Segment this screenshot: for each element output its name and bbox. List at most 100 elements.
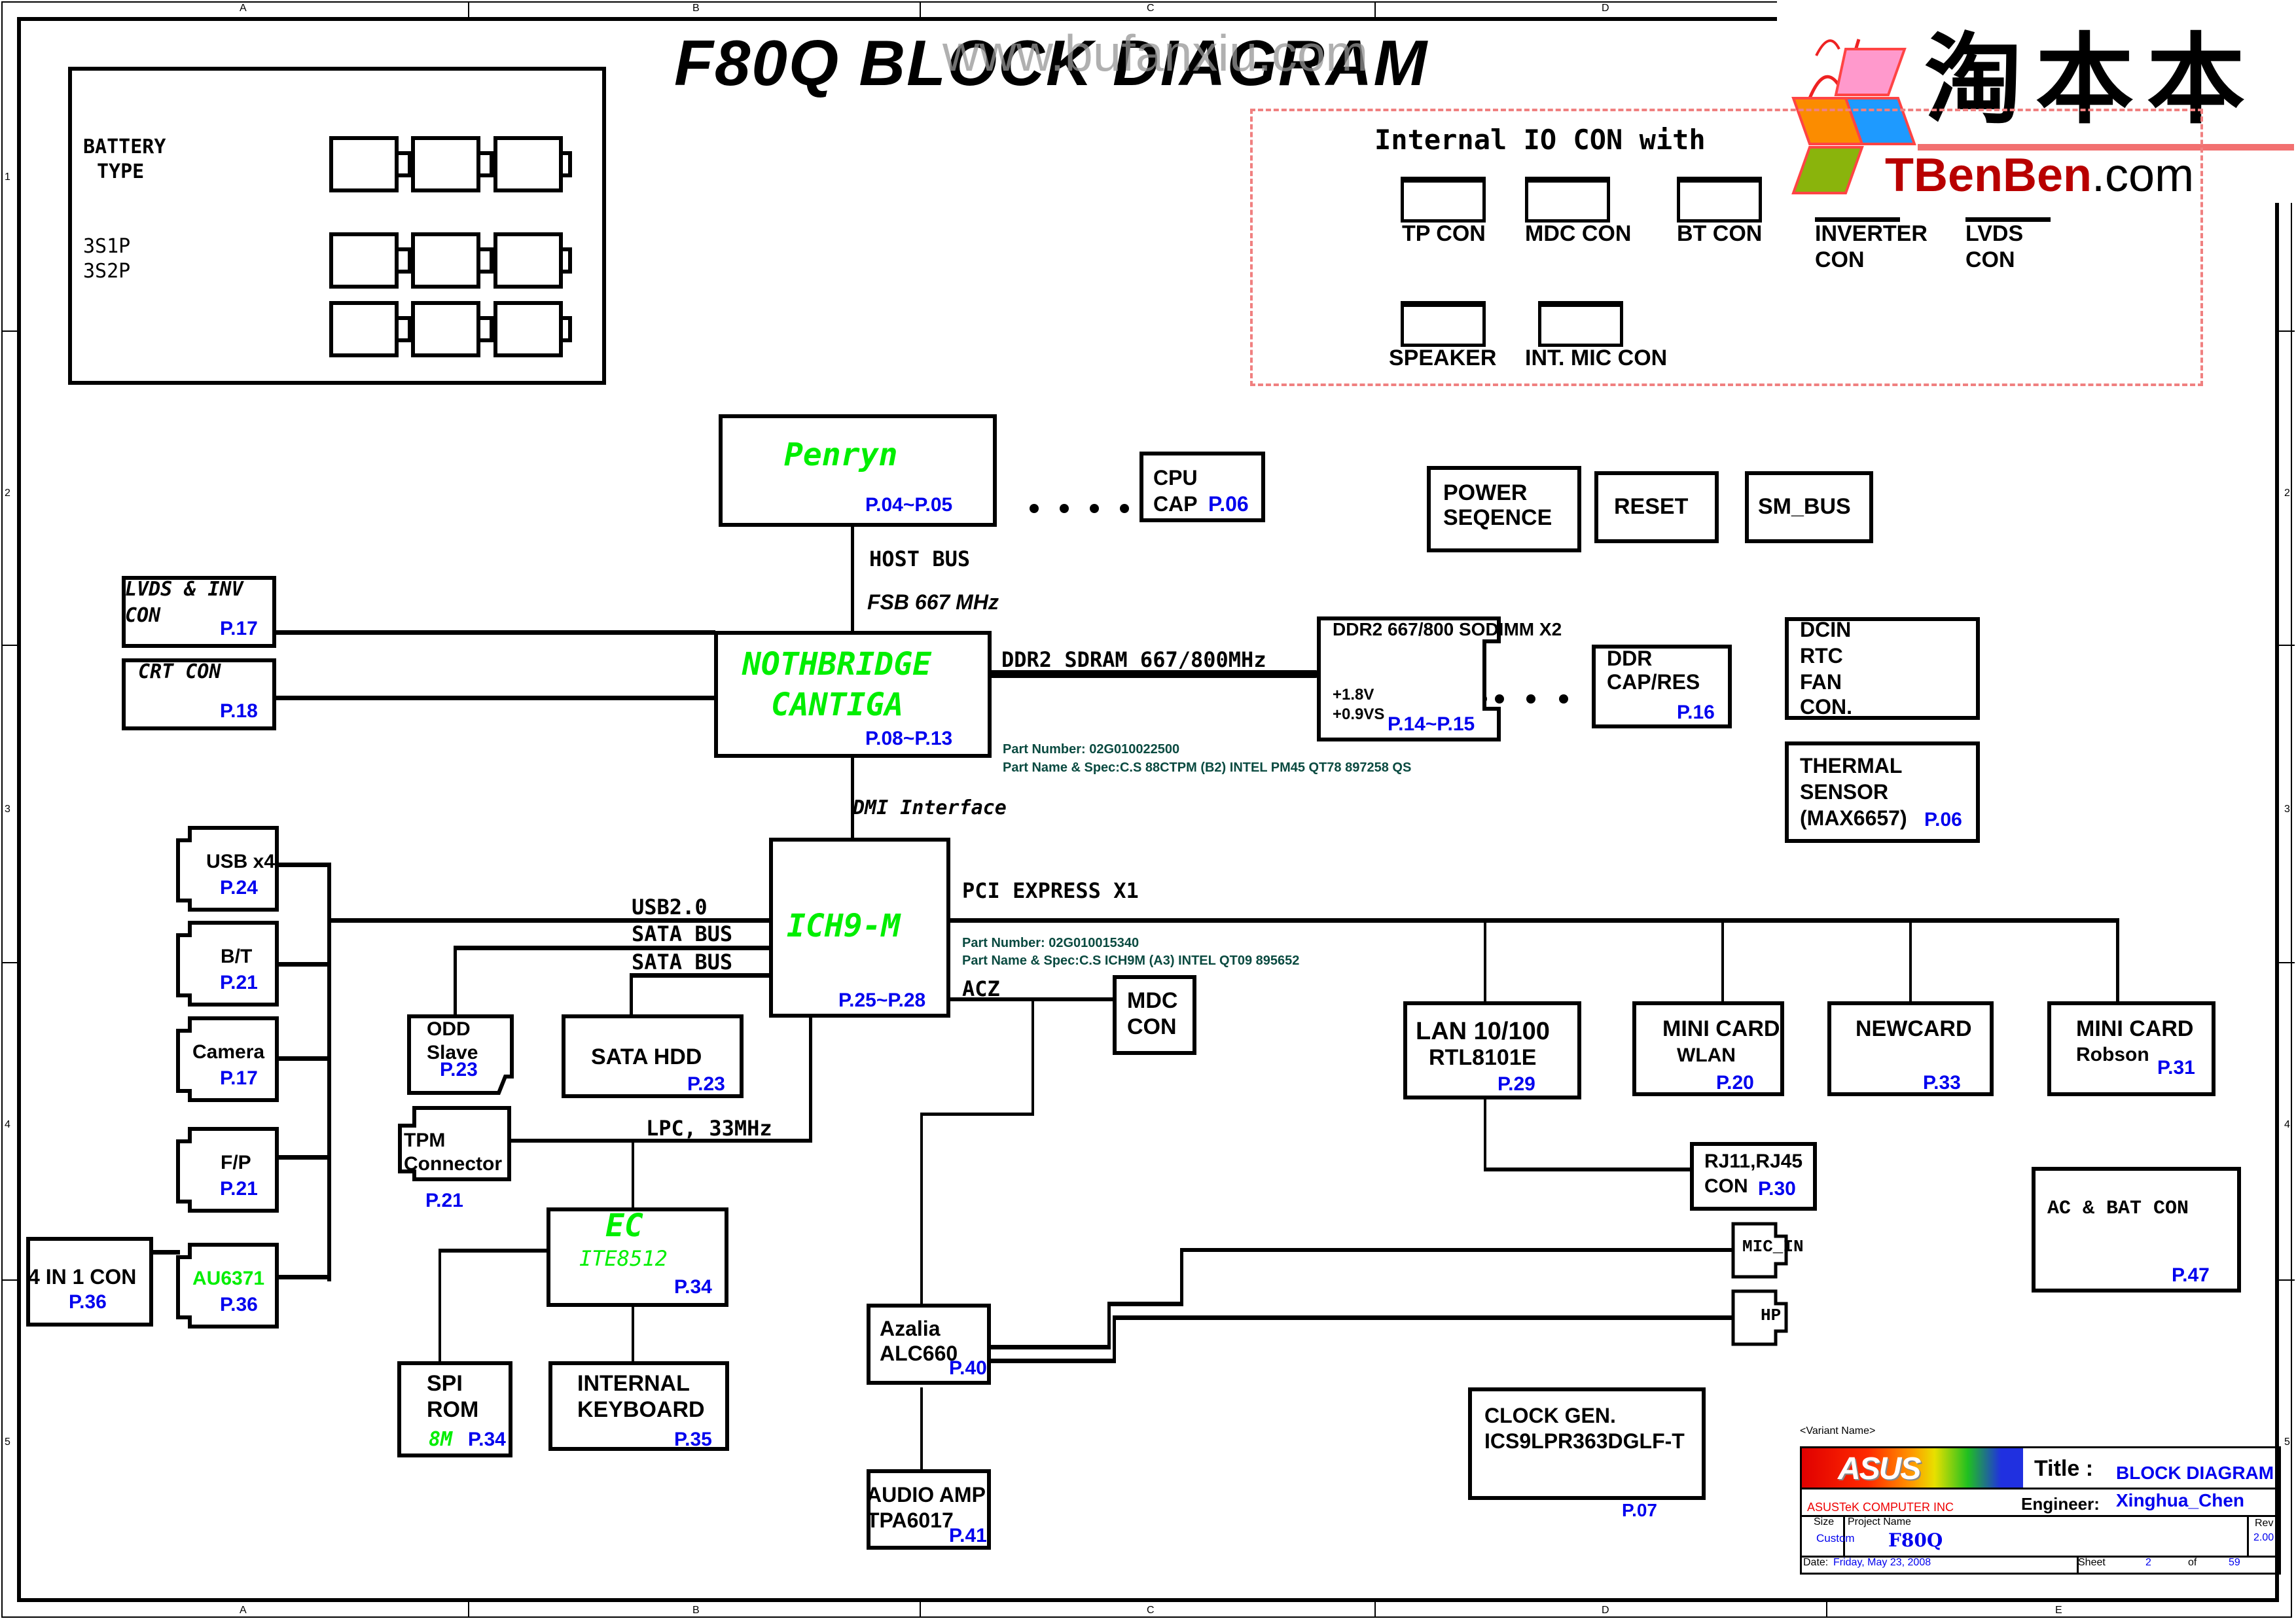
- crt-con-block[interactable]: [122, 658, 276, 730]
- ddr-bus-label: DDR2 SDRAM 667/800MHz: [1001, 647, 1266, 672]
- grid-row-label: 5: [5, 1436, 10, 1448]
- thermal-sensor-block[interactable]: [1785, 741, 1980, 843]
- headphone-jack[interactable]: [1731, 1289, 1790, 1347]
- lvds-inv-con-block[interactable]: [122, 576, 276, 648]
- pcie-newcard-wire: [1909, 918, 1912, 1003]
- sm-bus-label: SM_BUS: [1758, 494, 1851, 519]
- grid-column-label: C: [1147, 1605, 1155, 1616]
- sheet-number: 2: [2145, 1557, 2151, 1568]
- camera-block[interactable]: [175, 1016, 280, 1105]
- internal-keyboard-block[interactable]: [548, 1361, 729, 1451]
- four-in-one-con-block[interactable]: [26, 1237, 153, 1327]
- page-ref: P.16: [1677, 702, 1715, 723]
- rev-label: Rev: [2255, 1518, 2274, 1529]
- azalia-amp-wire: [920, 1387, 923, 1472]
- page-ref: P.04~P.05: [865, 494, 953, 516]
- title-label: Title :: [2034, 1456, 2094, 1481]
- reset-label: RESET: [1614, 494, 1689, 519]
- hp-wire: [1113, 1315, 1116, 1363]
- logo-latin-text: TBenBen: [1885, 149, 2092, 202]
- title-block-divider: [1843, 1515, 1845, 1556]
- mini-card-robson-block[interactable]: [2047, 1001, 2215, 1096]
- lvds-con-icon: [1965, 217, 2051, 222]
- odd-slave-block[interactable]: [407, 1014, 515, 1096]
- page-ref: P.07: [1622, 1500, 1657, 1520]
- sheet-label: Sheet: [2078, 1557, 2106, 1568]
- lvds-wire: [274, 630, 715, 635]
- acz-azalia-wire: [920, 1113, 1034, 1116]
- spi-rom-block[interactable]: [397, 1361, 512, 1457]
- title-block-divider: [1802, 1488, 2279, 1489]
- azalia-codec-block[interactable]: [867, 1304, 991, 1385]
- northbridge-block[interactable]: [714, 631, 992, 758]
- connection-dot: [1495, 694, 1504, 704]
- ddr-cap-res-block[interactable]: [1592, 645, 1732, 728]
- connection-dot: [1120, 504, 1129, 513]
- sata-hdd-block[interactable]: [562, 1014, 744, 1098]
- fp-branch-wire: [275, 1155, 331, 1160]
- dcin-rtc-fan-block[interactable]: [1785, 617, 1980, 720]
- tpm-label: Connector: [404, 1153, 502, 1175]
- hp-label: HP: [1761, 1306, 1782, 1325]
- sm-bus-block[interactable]: [1745, 471, 1873, 543]
- ec-block[interactable]: [547, 1207, 728, 1307]
- spi-label: SPI: [427, 1371, 463, 1396]
- thermal-label: THERMAL: [1800, 754, 1903, 777]
- lan-block[interactable]: [1403, 1001, 1581, 1099]
- battery-label: TYPE: [97, 160, 145, 183]
- sodimm-block[interactable]: [1316, 615, 1512, 746]
- mic-in-jack[interactable]: [1731, 1222, 1790, 1279]
- usb-trunk-wire: [327, 864, 331, 1281]
- sata-odd-wire: [454, 946, 457, 1018]
- fp-label: F/P: [221, 1152, 251, 1173]
- audio-amp-block[interactable]: [867, 1469, 991, 1550]
- lvds-label: LVDS & INV: [125, 578, 243, 601]
- page-ref: P.25~P.28: [838, 990, 926, 1011]
- logo-suffix-text: .com: [2092, 149, 2195, 202]
- page-ref: P.17: [220, 618, 258, 639]
- clock-gen-block[interactable]: [1468, 1387, 1706, 1500]
- company-name: ASUSTeK COMPUTER INC: [1807, 1501, 1954, 1514]
- size-value: Custom: [1816, 1532, 1855, 1544]
- power-sequence-block[interactable]: [1427, 466, 1581, 552]
- battery-cell-icon: [329, 301, 399, 357]
- page-ref: P.41: [949, 1525, 987, 1546]
- robson-label: Robson: [2076, 1044, 2149, 1065]
- battery-terminal-icon: [563, 316, 572, 342]
- tpm-connector-block[interactable]: [398, 1106, 512, 1204]
- cpu-penryn-block[interactable]: [719, 414, 997, 527]
- sodimm-voltage: +1.8V: [1333, 686, 1374, 704]
- bluetooth-block[interactable]: [175, 921, 280, 1010]
- au6371-card-reader-block[interactable]: [175, 1243, 280, 1332]
- wlan-label: WLAN: [1677, 1044, 1736, 1066]
- usb-branch-wire: [275, 863, 331, 867]
- sodimm-voltage: +0.9VS: [1333, 705, 1385, 723]
- page-ref: P.21: [425, 1190, 463, 1211]
- cpu-cap-block[interactable]: [1139, 452, 1265, 522]
- battery-cell-icon: [493, 232, 563, 289]
- grid-row-label: 3: [2284, 804, 2290, 815]
- ich9m-block[interactable]: [769, 838, 950, 1018]
- thermal-label: (MAX6657): [1800, 806, 1907, 830]
- newcard-block[interactable]: [1827, 1001, 1994, 1096]
- grid-column-label: B: [692, 3, 700, 14]
- grid-row-label: 1: [5, 171, 10, 183]
- dcin-label: CON.: [1800, 695, 1852, 717]
- ac-bat-con-block[interactable]: [2032, 1167, 2241, 1293]
- mdc-con-block[interactable]: [1113, 975, 1196, 1055]
- grid-row-label: 4: [5, 1119, 10, 1130]
- page-ref: P.08~P.13: [865, 728, 953, 749]
- fingerprint-block[interactable]: [175, 1127, 280, 1216]
- usb-x4-block[interactable]: [175, 826, 280, 915]
- mini-card-wlan-block[interactable]: [1632, 1001, 1784, 1096]
- bt-branch-wire: [275, 962, 331, 967]
- page-ref: P.34: [468, 1429, 506, 1450]
- reset-block[interactable]: [1594, 471, 1719, 543]
- battery-terminal-icon: [480, 316, 493, 342]
- asus-logo-text: ASUS: [1838, 1452, 1921, 1486]
- rj11-rj45-con-block[interactable]: [1690, 1142, 1817, 1211]
- lan-rj-wire: [1484, 1097, 1486, 1170]
- battery-cell-icon: [493, 301, 563, 357]
- host-bus-label: HOST BUS: [869, 546, 971, 571]
- grid-column-label: A: [240, 3, 247, 14]
